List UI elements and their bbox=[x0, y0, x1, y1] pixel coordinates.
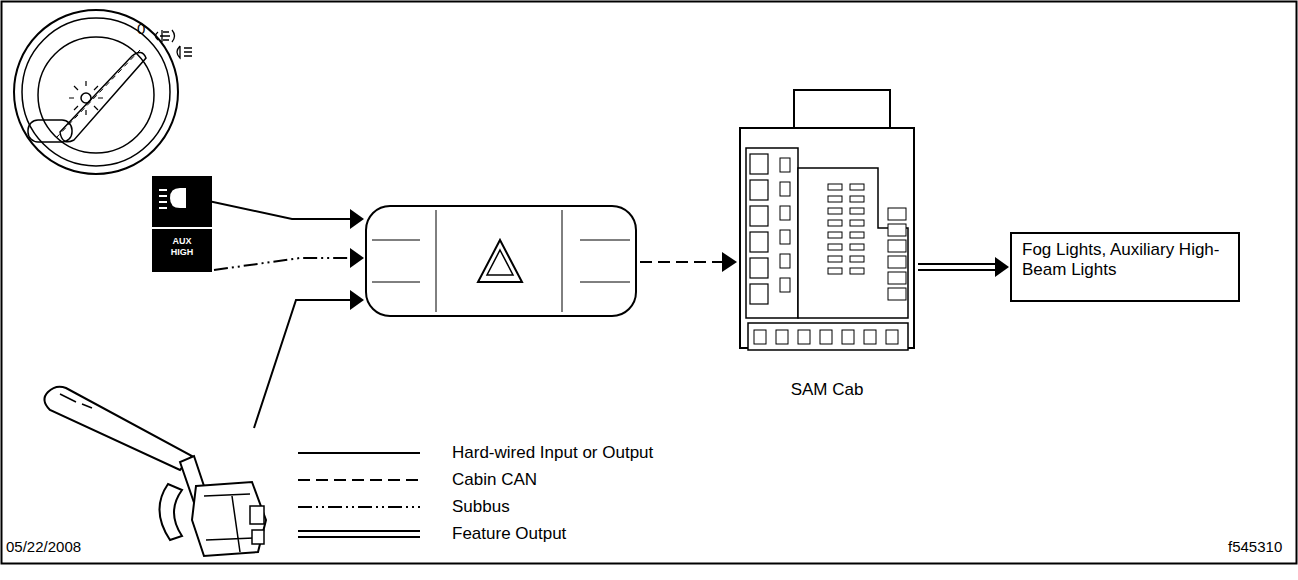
legend-text: Cabin CAN bbox=[452, 470, 537, 490]
figure-number: f545310 bbox=[1228, 538, 1282, 555]
switch-icon bbox=[152, 176, 212, 272]
legend-text: Hard-wired Input or Output bbox=[452, 443, 653, 463]
position-label: 0 bbox=[137, 20, 145, 37]
feature-output-connector bbox=[918, 257, 1009, 277]
legend-text: Subbus bbox=[452, 497, 510, 517]
legend-samples bbox=[298, 453, 420, 537]
date-label: 05/22/2008 bbox=[6, 538, 81, 555]
turn-signal-stalk bbox=[44, 387, 266, 556]
cabin-can-line bbox=[640, 261, 724, 263]
output-text: Fog Lights, Auxiliary High-Beam Lights bbox=[1022, 240, 1228, 281]
aux-high-switch: AUX HIGH bbox=[152, 176, 212, 272]
switch-legend: AUX HIGH bbox=[152, 236, 212, 258]
beam-icon bbox=[159, 190, 167, 208]
cabin-can-arrowhead bbox=[722, 252, 737, 272]
sam-cab-module: SAM Cab bbox=[738, 88, 916, 406]
module-label: SAM Cab bbox=[738, 380, 916, 400]
sam-body bbox=[740, 90, 914, 350]
input-arrowheads bbox=[350, 209, 364, 310]
output-box: Fog Lights, Auxiliary High-Beam Lights bbox=[1010, 232, 1240, 302]
divider bbox=[152, 227, 212, 229]
legend-text: Feature Output bbox=[452, 524, 566, 544]
headlamp-icon bbox=[170, 188, 186, 208]
headlamp-switch bbox=[14, 10, 192, 174]
sam-illustration bbox=[738, 88, 916, 368]
hazard-switch-module bbox=[366, 206, 636, 316]
frame bbox=[2, 2, 1297, 564]
